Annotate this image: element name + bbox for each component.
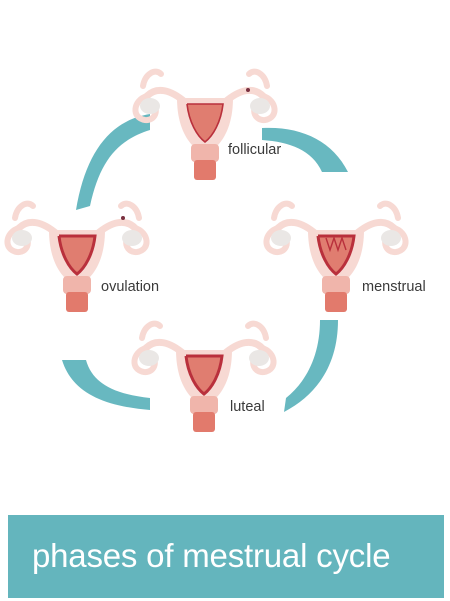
title-banner: phases of mestrual cycle — [8, 515, 444, 598]
arrow-top-left — [76, 114, 150, 210]
uterus-menstrual — [266, 204, 405, 312]
phase-label-ovulation: ovulation — [101, 279, 160, 295]
uterus-luteal — [134, 324, 273, 432]
phase-label-luteal: luteal — [230, 399, 265, 415]
phase-label-follicular: follicular — [228, 142, 282, 158]
arrow-top-right — [262, 127, 348, 172]
arrow-bottom-right — [284, 320, 338, 412]
arrow-bottom-left — [62, 360, 150, 410]
uterus-follicular — [135, 72, 274, 180]
page-title: phases of mestrual cycle — [32, 537, 391, 574]
uterus-ovulation — [7, 204, 146, 312]
phase-label-menstrual: menstrual — [362, 279, 426, 295]
